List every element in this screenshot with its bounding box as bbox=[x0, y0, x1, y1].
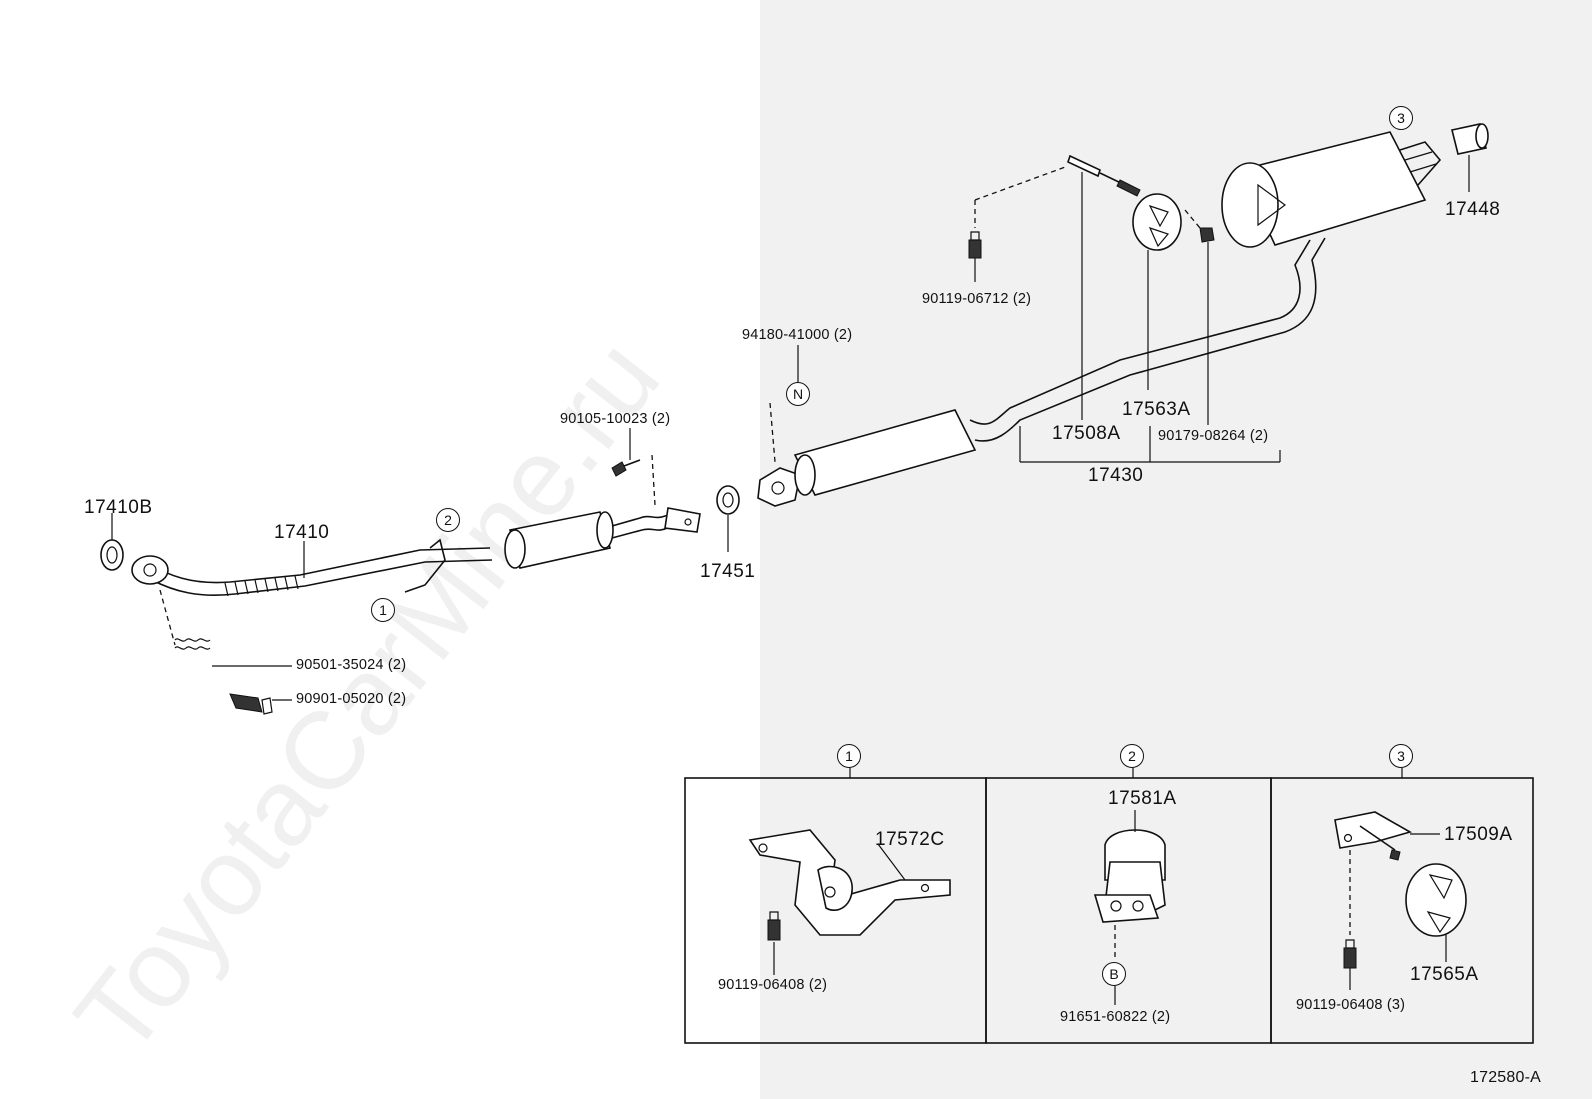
label-17448: 17448 bbox=[1445, 199, 1501, 220]
label-90501-35024: 90501-35024 (2) bbox=[296, 657, 407, 673]
label-94180-41000: 94180-41000 (2) bbox=[742, 327, 853, 343]
hanger-17509a-drawing bbox=[1334, 811, 1413, 861]
label-17508a: 17508A bbox=[1052, 423, 1121, 444]
detail-3-number: 3 bbox=[1389, 744, 1413, 768]
detail-2-number: 2 bbox=[1120, 744, 1144, 768]
label-90119-06712: 90119-06712 (2) bbox=[922, 291, 1032, 307]
tailpipe-assembly bbox=[757, 131, 1442, 507]
callout-b: B bbox=[1102, 962, 1126, 986]
label-17572c: 17572C bbox=[875, 829, 945, 850]
bracket-17572c-drawing bbox=[748, 829, 951, 936]
label-17410: 17410 bbox=[274, 522, 330, 543]
label-detail1-bolt: 90119-06408 (2) bbox=[718, 977, 828, 993]
label-detail3-bolt: 90119-06408 (3) bbox=[1296, 997, 1406, 1013]
label-91651-60822: 91651-60822 (2) bbox=[1060, 1009, 1171, 1025]
front-exhaust-pipe bbox=[131, 538, 493, 597]
label-17451: 17451 bbox=[700, 561, 756, 582]
center-muffler bbox=[504, 507, 701, 569]
label-17563a: 17563A bbox=[1122, 399, 1191, 420]
callout-2: 2 bbox=[436, 508, 460, 532]
gasket-17410b bbox=[100, 539, 124, 571]
callout-1: 1 bbox=[371, 598, 395, 622]
detail-1-number: 1 bbox=[837, 744, 861, 768]
label-90179-08264: 90179-08264 (2) bbox=[1158, 428, 1269, 444]
label-17581a: 17581A bbox=[1108, 788, 1177, 809]
callout-3: 3 bbox=[1389, 106, 1413, 130]
label-17430: 17430 bbox=[1088, 465, 1144, 486]
diagram-code: 172580-A bbox=[1470, 1069, 1541, 1086]
label-17565a: 17565A bbox=[1410, 964, 1479, 985]
label-17509a: 17509A bbox=[1444, 824, 1513, 845]
label-90105-10023: 90105-10023 (2) bbox=[560, 411, 671, 427]
callout-n: N bbox=[786, 382, 810, 406]
front-pipe-flange bbox=[131, 555, 169, 585]
rubber-hanger-17563a bbox=[1132, 193, 1182, 251]
label-17410b: 17410B bbox=[84, 497, 153, 518]
gasket-17451 bbox=[716, 485, 740, 515]
hanger-17581a-drawing bbox=[1093, 829, 1166, 923]
label-90901-05020: 90901-05020 (2) bbox=[296, 691, 407, 707]
